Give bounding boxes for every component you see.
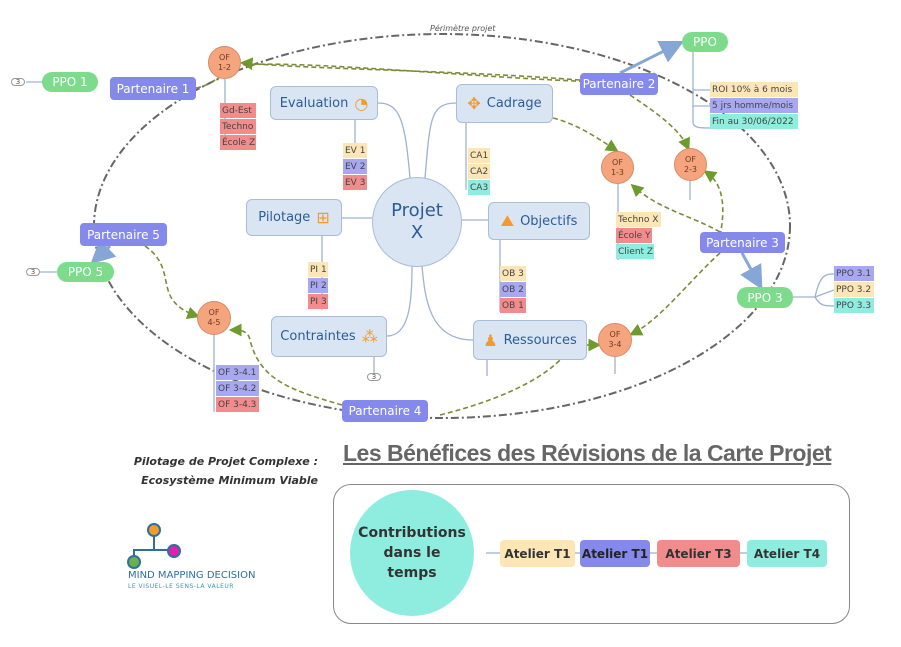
branch-label: Pilotage [258, 210, 311, 225]
branch-label: Ressources [503, 332, 577, 348]
ppo3-item-3[interactable]: PPO 3.3 [834, 298, 874, 313]
of-label: 2-3 [683, 164, 698, 174]
of12-item-gdest[interactable]: Gd-Est [220, 103, 256, 118]
ppo-5[interactable]: PPO 5 [57, 262, 114, 282]
of-label: OF [612, 157, 623, 167]
of12-item-techno[interactable]: Techno [220, 119, 256, 134]
ppo-2[interactable]: PPO [682, 32, 728, 52]
logo-nodes-icon [127, 523, 181, 569]
atelier-t1-a[interactable]: Atelier T1 [500, 540, 575, 567]
of-label: OF [609, 330, 621, 339]
tag-ca3[interactable]: CA3 [468, 180, 490, 195]
satellite-dish-icon: ◔ [354, 93, 369, 113]
ppo-3[interactable]: PPO 3 [737, 287, 793, 308]
partenaire-1[interactable]: Partenaire 1 [110, 77, 196, 100]
partenaire-5[interactable]: Partenaire 5 [80, 223, 167, 246]
ppo2-item-jrs[interactable]: 5 jrs homme/mois [710, 98, 798, 113]
partenaire-3[interactable]: Partenaire 3 [700, 232, 785, 253]
timeline-panel [333, 484, 850, 624]
of13-item-ecole[interactable]: École Y [616, 228, 652, 243]
of12-item-ecole[interactable]: École Z [220, 135, 256, 150]
of45-item-1[interactable]: OF 3-4.1 [216, 365, 259, 380]
tag-ca1[interactable]: CA1 [468, 148, 490, 163]
org-chart-icon: ⊞ [316, 208, 330, 227]
center-line2: X [410, 222, 424, 243]
atelier-t1-b[interactable]: Atelier T1 [580, 540, 650, 567]
of-label: OF [219, 52, 230, 62]
ppo2-item-roi[interactable]: ROI 10% à 6 mois [710, 82, 798, 97]
tag-ev3[interactable]: EV 3 [343, 175, 367, 190]
tag-pi3[interactable]: PI 3 [308, 294, 328, 309]
branch-pilotage[interactable]: Pilotage ⊞ [246, 199, 342, 236]
puzzle-icon: ✥ [467, 94, 481, 113]
mind-mapping-decision-logo: MIND MAPPING DECISION LE VISUEL-LE SENS-… [122, 520, 302, 590]
ppo-1[interactable]: PPO 1 [42, 72, 98, 92]
tag-pi2[interactable]: PI 2 [308, 278, 328, 293]
branch-contraintes[interactable]: Contraintes ⁂ [271, 316, 387, 357]
tag-ob3[interactable]: OB 3 [500, 266, 526, 281]
contributions-node[interactable]: Contributions dans le temps [350, 490, 474, 616]
atelier-t3[interactable]: Atelier T3 [657, 540, 740, 567]
ppo3-item-2[interactable]: PPO 3.2 [834, 282, 874, 297]
mountain-flag-icon: ⛰ [500, 211, 515, 230]
of45-item-3[interactable]: OF 3-4.3 [216, 397, 259, 412]
branch-label: Objectifs [520, 213, 578, 229]
of13-item-client[interactable]: Client Z [616, 244, 654, 259]
branch-objectifs[interactable]: ⛰ Objectifs [488, 202, 590, 240]
tag-ob2[interactable]: OB 2 [500, 282, 526, 297]
of13-item-techno[interactable]: Techno X [616, 212, 661, 227]
perimeter-label: Périmètre projet [430, 24, 496, 33]
logo-name: MIND MAPPING DECISION [128, 570, 256, 581]
people-network-icon: ⁂ [361, 327, 378, 346]
tag-ob1[interactable]: OB 1 [500, 298, 526, 313]
of-label: 1-2 [217, 62, 232, 72]
branch-label: Cadrage [486, 96, 542, 111]
collapsed-count-contraintes[interactable]: 3 [367, 373, 381, 381]
of-label: 1-3 [610, 167, 625, 177]
atelier-t4[interactable]: Atelier T4 [747, 540, 827, 567]
ppo3-item-1[interactable]: PPO 3.1 [834, 266, 874, 281]
subtitle-line1: Pilotage de Projet Complexe : [133, 455, 318, 468]
footer-subtitle: Pilotage de Projet Complexe : Ecosystème … [118, 452, 318, 490]
of-label: 3-4 [608, 340, 622, 349]
tag-ev1[interactable]: EV 1 [343, 143, 367, 158]
of45-item-2[interactable]: OF 3-4.2 [216, 381, 259, 396]
tag-pi1[interactable]: PI 1 [308, 262, 328, 277]
branch-evaluation[interactable]: Evaluation ◔ [270, 86, 378, 120]
center-line1: Projet [391, 200, 443, 221]
footer-title: Les Bénéfices des Révisions de la Carte … [343, 440, 832, 466]
logo-tagline: LE VISUEL-LE SENS-LA VALEUR [128, 583, 234, 590]
partenaire-2[interactable]: Partenaire 2 [580, 73, 658, 95]
of-label: 4-5 [207, 318, 221, 327]
subtitle-line2: Ecosystème Minimum Viable [141, 474, 318, 487]
ppo2-item-fin[interactable]: Fin au 30/06/2022 [710, 114, 798, 129]
of-label: OF [685, 154, 696, 164]
collapsed-count-ppo1[interactable]: 3 [11, 78, 25, 86]
tag-ca2[interactable]: CA2 [468, 164, 490, 179]
of-label: OF [208, 308, 220, 317]
tag-ev2[interactable]: EV 2 [343, 159, 367, 174]
crowd-icon: ♟ [483, 330, 498, 350]
branch-cadrage[interactable]: ✥ Cadrage [456, 84, 553, 123]
partenaire-4[interactable]: Partenaire 4 [342, 400, 428, 422]
collapsed-count-ppo5[interactable]: 3 [26, 268, 40, 276]
branch-ressources[interactable]: ♟ Ressources [473, 320, 587, 360]
branch-label: Contraintes [280, 329, 356, 344]
branch-label: Evaluation [279, 95, 349, 111]
